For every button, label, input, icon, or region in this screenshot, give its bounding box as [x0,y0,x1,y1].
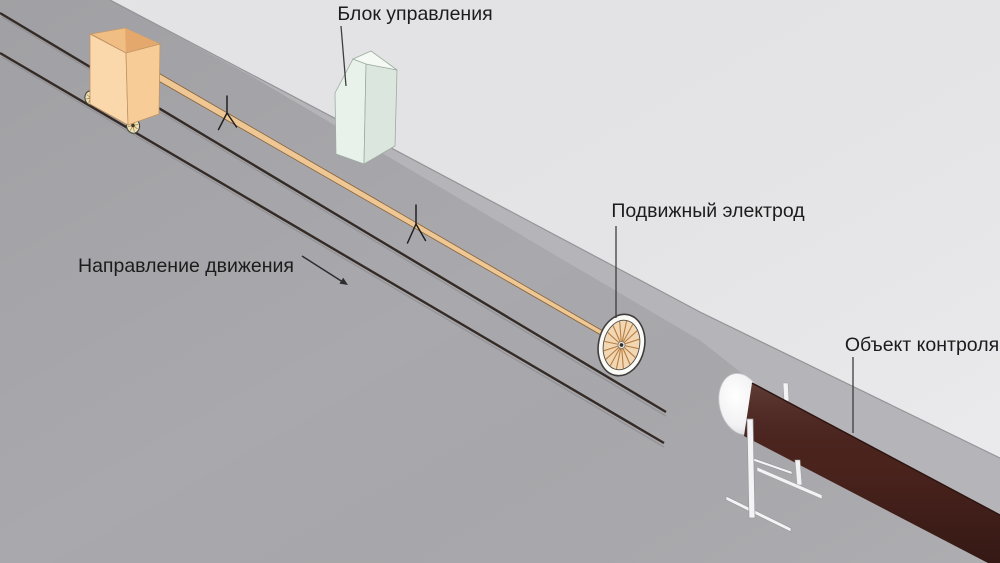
cart-side-face [125,43,161,126]
rail-lower-shadow [1,56,665,448]
cart [84,27,162,134]
pipe [744,382,1000,563]
electrode-wheel-axle [619,343,624,347]
electrode-wheel [597,313,646,377]
curb-side-face [110,0,1000,520]
pipe-stand-rear-post [794,459,803,486]
pipe-stand-front [725,418,793,533]
control-unit-top [351,50,398,71]
pipe-stand-rear [756,459,823,500]
rod-marker-2 [406,204,427,244]
pipe-top-edge [751,382,1000,516]
rail-lower [0,51,665,445]
pipe-stand-rear-foot [756,466,823,500]
control-unit [334,50,398,165]
pipe-stand-front-foot [725,495,792,533]
label-inspection-object: Объект контроля [845,334,999,356]
direction-arrow [301,255,348,285]
pipe-stand-front-post [746,418,756,519]
label-direction: Направление движения [78,255,294,277]
pipe-shading [744,383,1000,563]
label-control-unit: Блок управления [337,3,492,25]
platform-edge-line [109,0,1000,459]
rod-marker-1 [217,95,238,131]
pipe-stand-rear-post-top [782,382,790,402]
label-moving-electrode: Подвижный электрод [611,200,805,222]
leader-control-unit [340,25,347,87]
cart-inner-wall [125,28,160,53]
